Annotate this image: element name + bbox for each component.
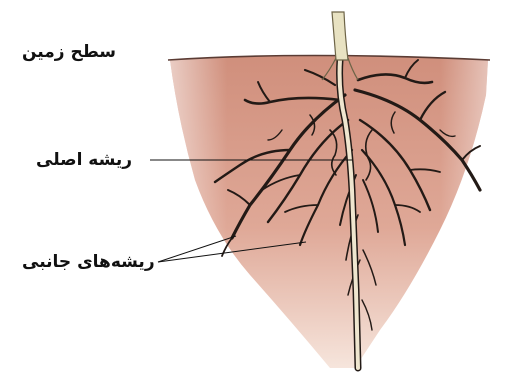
soil-fade (170, 56, 488, 368)
stem (332, 12, 348, 60)
lateral-roots-label: ریشه‌های جانبی (22, 252, 155, 272)
main-root-label: ریشه اصلی (36, 150, 132, 170)
soil-surface-label: سطح زمین (22, 42, 116, 62)
